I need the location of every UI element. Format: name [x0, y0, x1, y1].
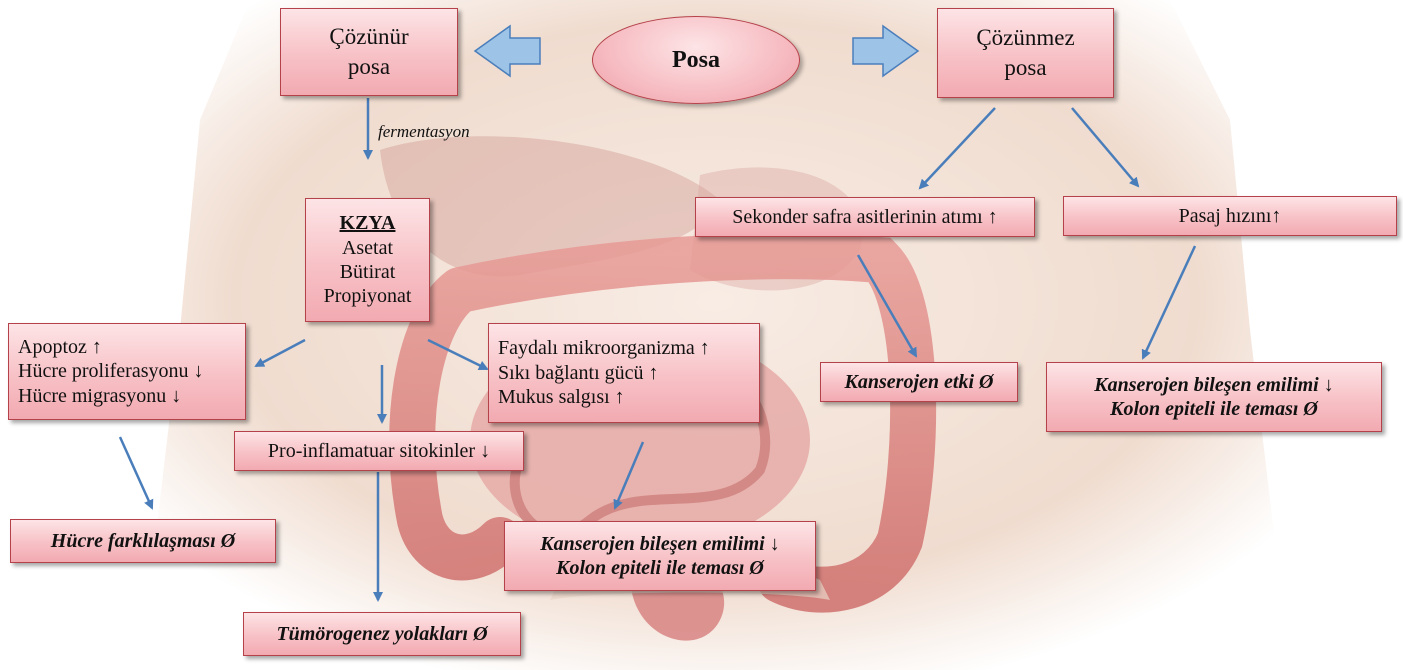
- fermentation-label: fermentasyon: [378, 122, 470, 142]
- bile-acid-box: Sekonder safra asitlerinin atımı ↑: [695, 197, 1035, 237]
- arrow-transit-to-carcinogen: [1143, 246, 1195, 358]
- inflammatory-box: Pro-inflamatuar sitokinler ↓: [234, 431, 524, 471]
- soluble-line-2: posa: [348, 52, 390, 82]
- left-block-arrow: [475, 26, 540, 76]
- carcinogen-effect-text: Kanserojen etki Ø: [845, 370, 994, 394]
- carcinogen-right-line: Kolon epiteli ile teması Ø: [1110, 397, 1318, 421]
- carcinogen-effect-box: Kanserojen etki Ø: [820, 362, 1018, 402]
- insoluble-line-2: posa: [1004, 53, 1046, 83]
- soluble-fiber-box: Çözünür posa: [280, 8, 458, 96]
- arrow-scfa-to-microbe: [428, 340, 487, 369]
- scfa-title: KZYA: [340, 211, 396, 235]
- arrow-bile-to-effect: [858, 255, 916, 356]
- right-block-arrow: [853, 26, 918, 76]
- arrow-microbe-to-carcinogen: [615, 442, 643, 508]
- microbe-line: Faydalı mikroorganizma ↑: [498, 336, 710, 360]
- arrow-scfa-to-apoptosis: [256, 340, 305, 366]
- microbe-line: Mukus salgısı ↑: [498, 385, 625, 409]
- posa-node: Posa: [592, 16, 800, 104]
- tumorigenesis-text: Tümörogenez yolakları Ø: [276, 622, 487, 646]
- insoluble-line-1: Çözünmez: [976, 23, 1074, 53]
- scfa-item: Bütirat: [340, 260, 396, 284]
- carcinogen-center-box: Kanserojen bileşen emilimi ↓ Kolon epite…: [504, 521, 816, 591]
- carcinogen-center-line: Kanserojen bileşen emilimi ↓: [540, 532, 779, 556]
- apoptosis-line: Hücre proliferasyonu ↓: [18, 359, 204, 383]
- bile-acid-text: Sekonder safra asitlerinin atımı ↑: [732, 205, 997, 229]
- arrow-apoptosis-to-differentiation: [120, 437, 152, 508]
- apoptosis-box: Apoptoz ↑ Hücre proliferasyonu ↓ Hücre m…: [8, 323, 246, 420]
- carcinogen-right-box: Kanserojen bileşen emilimi ↓ Kolon epite…: [1046, 362, 1382, 432]
- apoptosis-line: Apoptoz ↑: [18, 335, 102, 359]
- inflammatory-text: Pro-inflamatuar sitokinler ↓: [268, 439, 490, 463]
- carcinogen-right-line: Kanserojen bileşen emilimi ↓: [1094, 373, 1333, 397]
- microbe-line: Sıkı bağlantı gücü ↑: [498, 361, 659, 385]
- differentiation-text: Hücre farklılaşması Ø: [51, 529, 235, 553]
- differentiation-box: Hücre farklılaşması Ø: [10, 519, 276, 563]
- scfa-box: KZYA Asetat Bütirat Propiyonat: [305, 198, 430, 322]
- scfa-item: Propiyonat: [324, 284, 412, 308]
- apoptosis-line: Hücre migrasyonu ↓: [18, 384, 181, 408]
- tumorigenesis-box: Tümörogenez yolakları Ø: [243, 612, 521, 656]
- microbe-box: Faydalı mikroorganizma ↑ Sıkı bağlantı g…: [488, 323, 760, 423]
- arrow-insoluble-to-transit: [1072, 108, 1138, 186]
- insoluble-fiber-box: Çözünmez posa: [937, 8, 1114, 98]
- transit-speed-box: Pasaj hızını↑: [1063, 196, 1397, 236]
- scfa-item: Asetat: [342, 236, 393, 260]
- soluble-line-1: Çözünür: [329, 22, 408, 52]
- transit-speed-text: Pasaj hızını↑: [1179, 204, 1282, 228]
- arrow-insoluble-to-bile: [920, 108, 995, 188]
- carcinogen-center-line: Kolon epiteli ile teması Ø: [556, 556, 764, 580]
- posa-label: Posa: [672, 47, 720, 74]
